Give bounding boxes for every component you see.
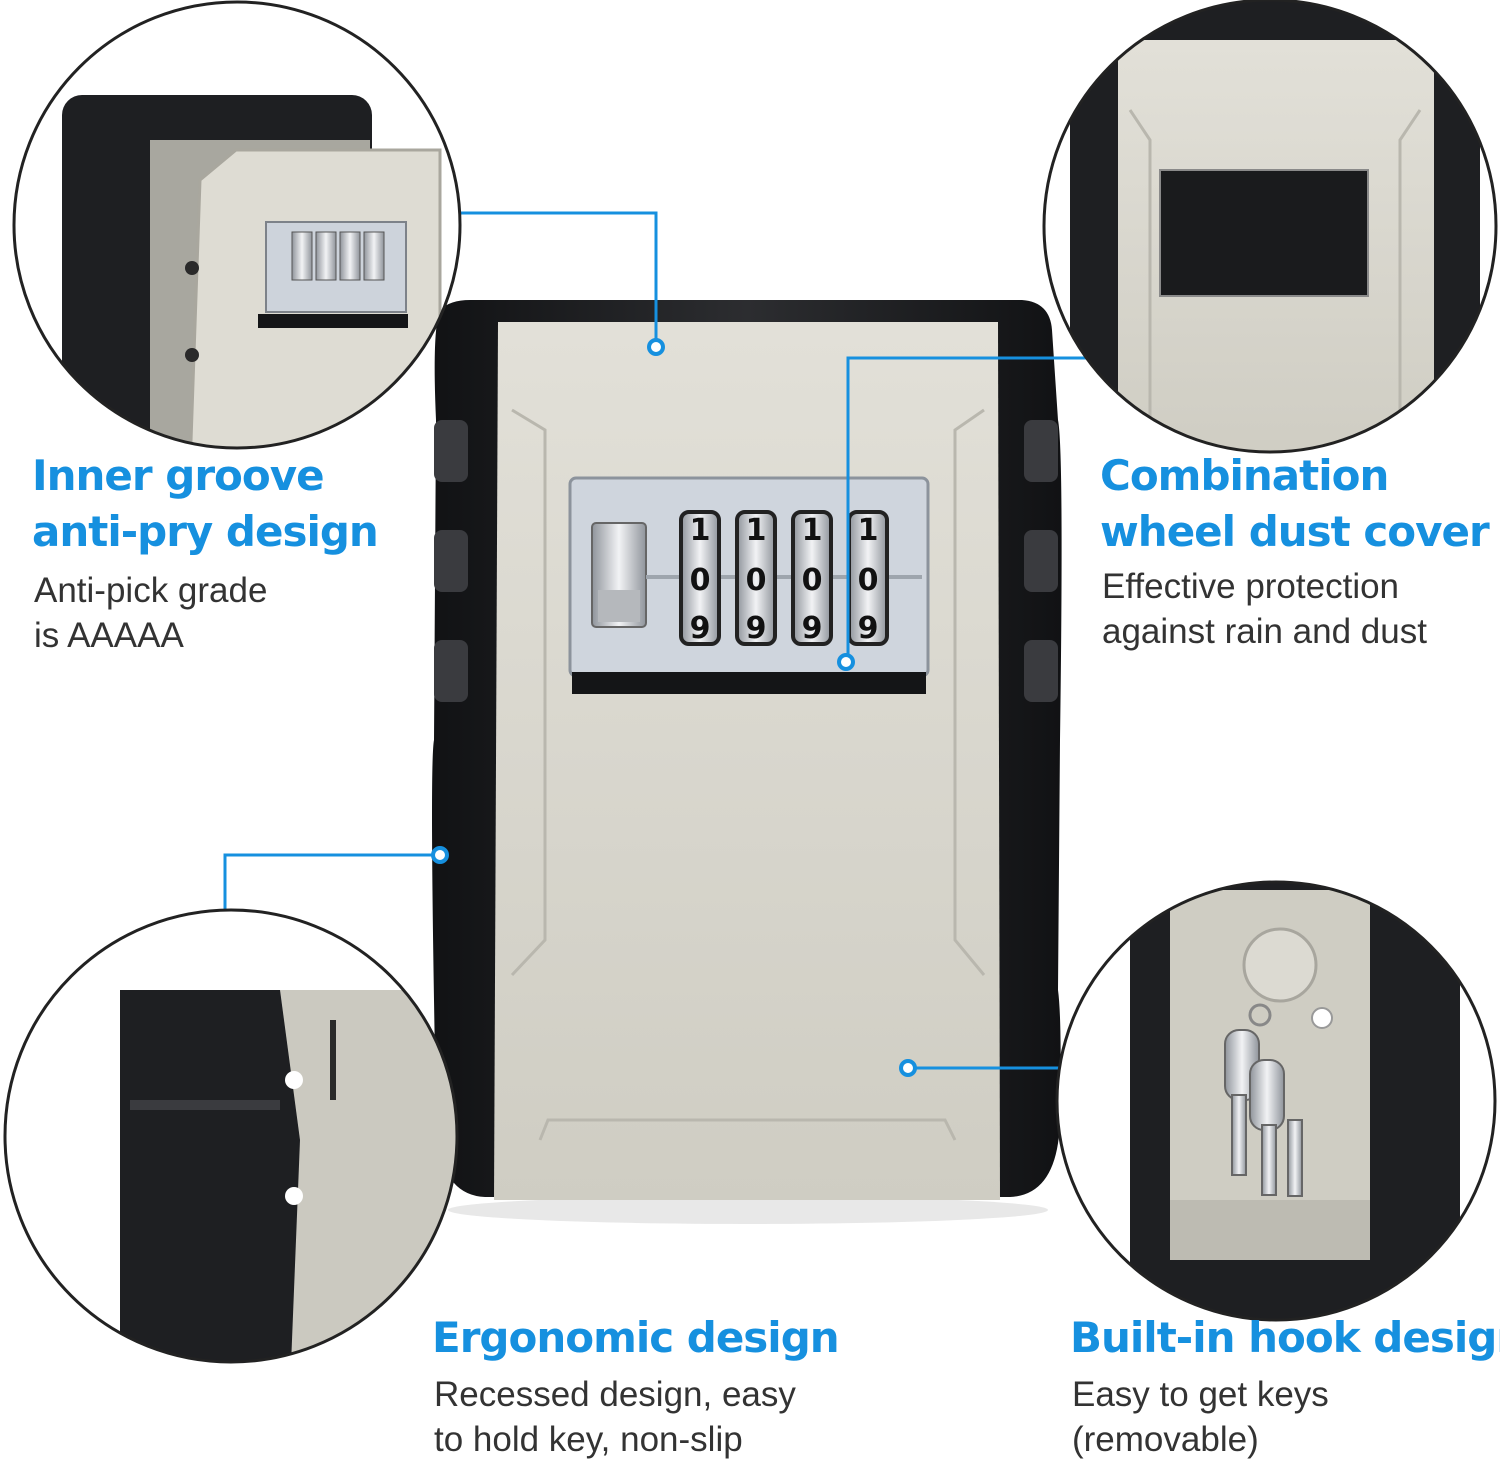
dial-digit: 0 [802,563,823,598]
feature-title-line: Inner groove [32,451,325,500]
dial-digit: 0 [690,563,711,598]
detail-circle-dust-cover [1042,0,1498,454]
feature-desc-line: Effective protection [1102,567,1400,606]
feature-description: Effective protection against rain and du… [1102,564,1427,654]
detail-circle-hook [1055,880,1497,1322]
callout-dot [647,338,665,356]
feature-description: Anti-pick grade is AAAAA [34,568,267,658]
callout-dot [899,1059,917,1077]
detail-circle-inner-groove [12,0,462,450]
feature-title-line: Built-in hook design [1070,1313,1500,1362]
feature-title: Inner groove anti-pry design [32,448,379,560]
callout-dot [431,846,449,864]
feature-description: Recessed design, easy to hold key, non-s… [434,1372,796,1462]
dial-digit: 0 [746,563,767,598]
dial-digit: 9 [802,611,823,646]
feature-description: Easy to get keys (removable) [1072,1372,1329,1462]
feature-desc-line: Recessed design, easy [434,1375,796,1414]
dial-digit: 1 [690,513,711,548]
feature-desc-line: is AAAAA [34,616,184,655]
feature-desc-line: Anti-pick grade [34,571,268,610]
dial-digit: 1 [858,513,879,548]
feature-title: Ergonomic design [432,1310,840,1366]
feature-desc-line: Easy to get keys [1072,1375,1329,1414]
feature-desc-line: (removable) [1072,1420,1259,1459]
dial-digit: 1 [802,513,823,548]
dial-digit: 0 [858,563,879,598]
feature-title-line: wheel dust cover [1100,507,1490,556]
detail-circle-ergonomic [3,908,459,1364]
feature-title-line: anti-pry design [32,507,379,556]
dial-wheel [679,510,721,646]
feature-desc-line: to hold key, non-slip [434,1420,743,1459]
callout-dot [837,653,855,671]
dial-digit: 9 [746,611,767,646]
feature-title-line: Combination [1100,451,1389,500]
dial-digit: 9 [690,611,711,646]
dial-digit: 9 [858,611,879,646]
feature-title: Combination wheel dust cover [1100,448,1490,560]
feature-title-line: Ergonomic design [432,1313,840,1362]
dial-wheel [791,510,833,646]
feature-desc-line: against rain and dust [1102,612,1427,651]
dial-digit: 1 [746,513,767,548]
dial-wheel [735,510,777,646]
feature-title: Built-in hook design [1070,1310,1500,1366]
